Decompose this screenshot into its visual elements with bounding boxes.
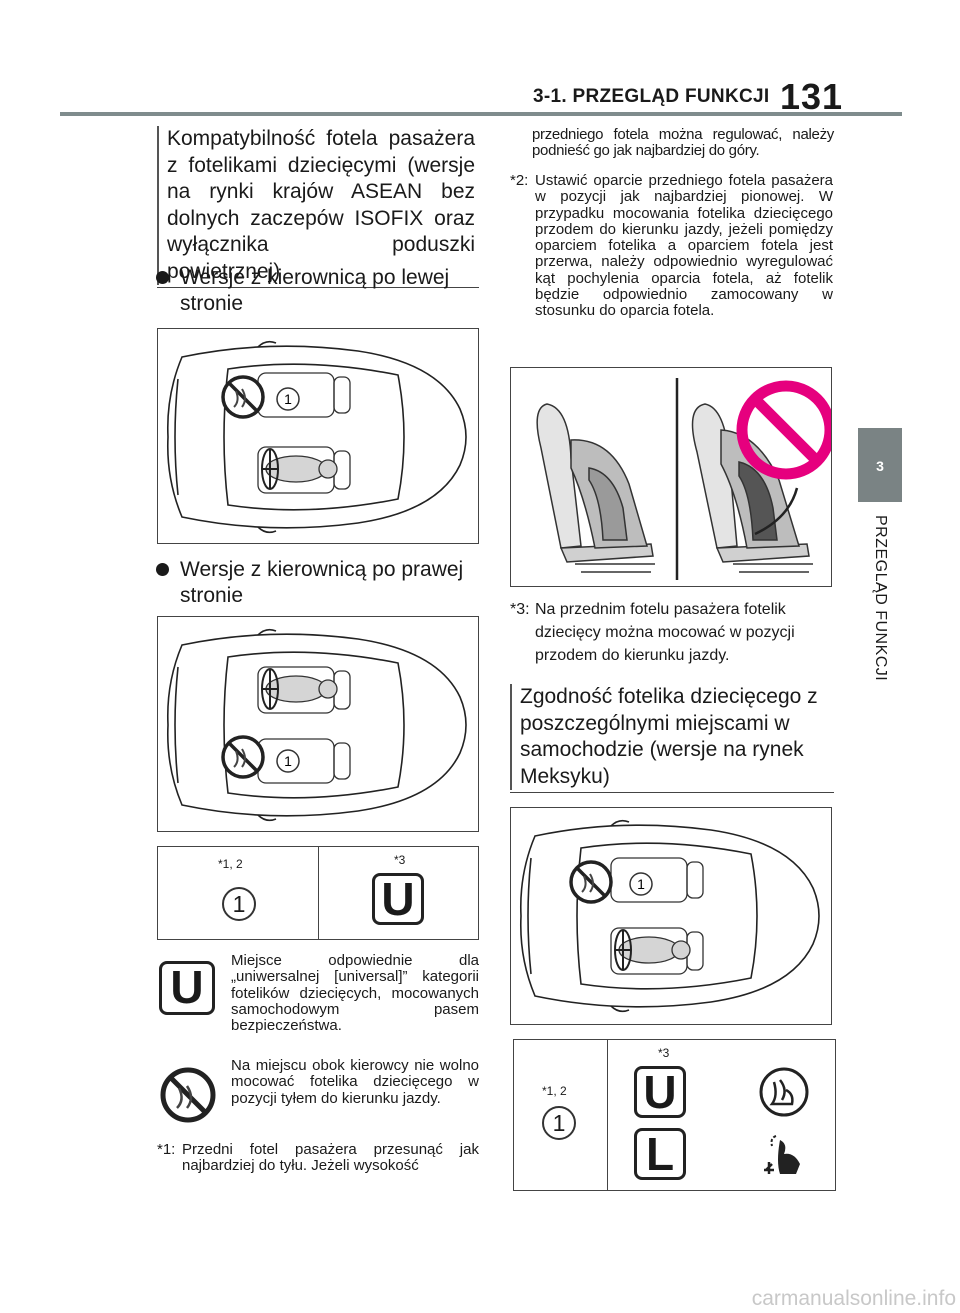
legend-no-rear-facing: Na miejscu obok kierowcy nie wolno mocow… bbox=[159, 1057, 479, 1140]
page-number: 131 bbox=[780, 76, 844, 117]
bullet-lhd: Wersje z kierownicą po lewej stronie bbox=[156, 265, 480, 317]
compatibility-table-mexico: *1, 2 1 *3 U L bbox=[513, 1039, 836, 1191]
bullet-dot bbox=[156, 563, 169, 576]
legend-universal-text: Miejsce odpowiednie dla „uniwersalnej [u… bbox=[231, 952, 479, 1035]
footnote-1-continued: przedniego fotela można regulować, należ… bbox=[532, 126, 834, 160]
universal-badge: U bbox=[159, 961, 215, 1015]
table-divider bbox=[318, 847, 319, 939]
seat-number: 1 bbox=[284, 753, 292, 769]
legend-universal: U Miejsce odpowiednie dla „uniwersalnej … bbox=[159, 952, 479, 1053]
note-ref: *1, 2 bbox=[542, 1084, 567, 1098]
chapter-number: 3 bbox=[876, 458, 884, 474]
footnote-3: *3: Na przednim fotelu pasażera fotelik … bbox=[510, 598, 833, 667]
legend-no-rear-facing-text: Na miejscu obok kierowcy nie wolno mocow… bbox=[231, 1057, 479, 1107]
footnote-2-text: Ustawić oparcie przedniego fotela pasaże… bbox=[535, 172, 833, 320]
car-diagram-rhd: 1 bbox=[157, 616, 479, 832]
footnote-3-mark: *3: bbox=[510, 601, 530, 618]
car-diagram-mexico: 1 bbox=[510, 807, 832, 1025]
footnote-1: *1: Przedni fotel pasażera przesunąć jak… bbox=[157, 1141, 479, 1175]
header-rule bbox=[60, 112, 902, 116]
bullet-dot bbox=[156, 271, 169, 284]
seat-number: 1 bbox=[284, 391, 292, 407]
note-ref: *3 bbox=[658, 1046, 670, 1060]
seat-adjustment-illustration bbox=[510, 367, 832, 587]
universal-badge: U bbox=[634, 1066, 686, 1118]
compatibility-heading: Kompatybilność fotela pasażera z fotelik… bbox=[157, 126, 479, 288]
bullet-lhd-text: Wersje z kierownicą po lewej stronie bbox=[180, 266, 450, 315]
footnote-2-mark: *2: bbox=[510, 172, 529, 189]
page-header: 3-1. PRZEGLĄD FUNKCJI 131 bbox=[60, 76, 902, 118]
footnote-2: *2: Ustawić oparcie przedniego fotela pa… bbox=[510, 172, 833, 320]
l-category-badge: L bbox=[634, 1128, 686, 1180]
footer-watermark: carmanualsonline.info bbox=[751, 1287, 956, 1310]
section-title: 3-1. PRZEGLĄD FUNKCJI bbox=[533, 86, 770, 107]
no-rear-facing-icon bbox=[160, 1067, 216, 1123]
footnote-1-text: Przedni fotel pasażera przesunąć jak naj… bbox=[182, 1141, 479, 1175]
note-ref: *3 bbox=[394, 853, 406, 867]
footnote-3-text: Na przednim fotelu pasażera fotelik dzie… bbox=[535, 601, 795, 664]
car-diagram-lhd: 1 bbox=[157, 328, 479, 544]
seat-number-circle: 1 bbox=[222, 887, 256, 921]
table-divider bbox=[607, 1040, 608, 1190]
bullet-rhd-text: Wersje z kierownicą po prawej stronie bbox=[180, 558, 464, 607]
isofix-child-seat-icon bbox=[764, 1135, 800, 1174]
universal-badge: U bbox=[372, 873, 424, 925]
bullet-rhd: Wersje z kierownicą po prawej stronie bbox=[156, 557, 480, 609]
seat-number-circle: 1 bbox=[542, 1106, 576, 1140]
note-ref: *1, 2 bbox=[218, 857, 243, 871]
mexico-compatibility-heading: Zgodność fotelika dziecięcego z poszczeg… bbox=[510, 684, 834, 793]
compatibility-table: *1, 2 1 *3 U bbox=[157, 846, 479, 940]
chapter-tab[interactable]: 3 bbox=[858, 428, 902, 502]
child-seat-icon bbox=[759, 1067, 809, 1117]
footnote-1-mark: *1: bbox=[157, 1141, 176, 1158]
chapter-label: PRZEGLĄD FUNKCJI bbox=[872, 515, 889, 682]
seat-number: 1 bbox=[637, 876, 645, 892]
